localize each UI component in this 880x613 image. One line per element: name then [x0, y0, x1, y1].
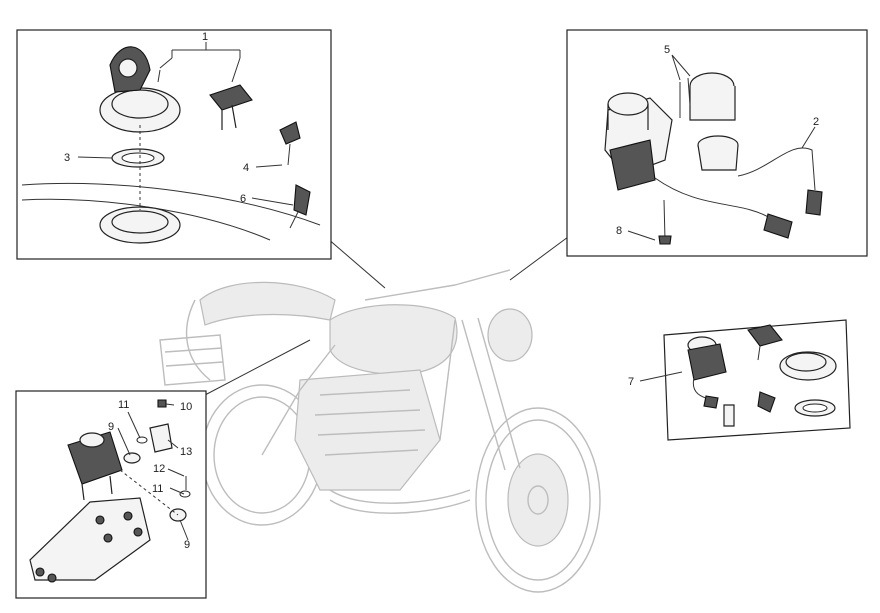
callout-11-upper: 11 [118, 399, 129, 411]
callout-5: 5 [664, 44, 670, 56]
callout-4: 4 [243, 162, 249, 174]
callout-9-lower: 9 [184, 539, 190, 551]
callout-1: 1 [202, 31, 208, 43]
callout-13: 13 [180, 446, 192, 458]
callout-11-lower: 11 [152, 483, 163, 495]
callout-10: 10 [180, 401, 192, 413]
callout-9-upper: 9 [108, 421, 114, 433]
callout-12: 12 [153, 463, 165, 475]
callout-6: 6 [240, 193, 246, 205]
motorcycle-illustration [159, 269, 601, 593]
callout-8: 8 [616, 225, 622, 237]
panel-fuel-cap-and-keys: 1 3 4 6 [16, 29, 332, 260]
callout-3: 3 [64, 152, 70, 164]
callout-7: 7 [628, 376, 634, 388]
panel-lock-mounting: 11 10 9 13 12 11 9 [15, 390, 207, 599]
panel-ignition-switch: 5 2 8 [566, 29, 868, 257]
panel-lock-kit: 7 [628, 319, 851, 441]
callout-2: 2 [813, 116, 819, 128]
